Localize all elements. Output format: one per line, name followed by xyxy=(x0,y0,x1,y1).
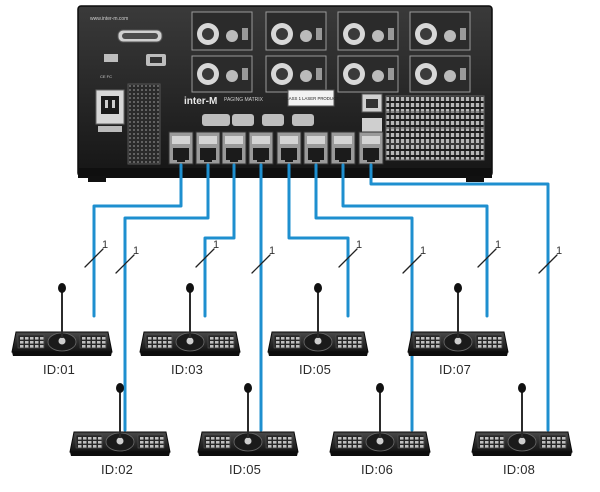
cable-line xyxy=(369,163,550,432)
rj45-port xyxy=(168,131,194,165)
paging-consoles xyxy=(11,283,573,456)
cable-line xyxy=(92,163,183,318)
brand-url-text: www.inter-m.com xyxy=(90,16,128,22)
cable-count-slash xyxy=(477,248,497,268)
cable-line xyxy=(203,163,236,318)
console-id-label: ID:03 xyxy=(171,362,204,377)
cable-count-label: 1 xyxy=(495,239,501,251)
cable-count-label: 1 xyxy=(556,245,562,257)
network-cables: 1 1 1 1 1 1 1 1 xyxy=(84,163,562,432)
paging-console xyxy=(471,383,573,456)
rj45-port xyxy=(330,131,356,165)
console-id-label: ID:05 xyxy=(229,462,262,477)
paging-console xyxy=(69,383,171,456)
rj45-port xyxy=(195,131,221,165)
rj45-port xyxy=(248,131,274,165)
cable-count-slash xyxy=(195,248,215,268)
console-id-label: ID:05 xyxy=(299,362,332,377)
audio-io-modules xyxy=(191,11,471,93)
console-id-label: ID:02 xyxy=(101,462,134,477)
cable-line xyxy=(341,163,489,318)
paging-console xyxy=(267,283,369,356)
matrix-device-rear-panel: www.inter-m.com CE FC xyxy=(77,5,493,182)
cable-count-label: 1 xyxy=(420,245,426,257)
cable-line xyxy=(314,163,414,432)
cable-count-label: 1 xyxy=(269,245,275,257)
power-inlet xyxy=(95,89,125,132)
cable-count-slash xyxy=(538,254,558,274)
cable-count-label: 1 xyxy=(213,239,219,251)
cable-count-label: 1 xyxy=(133,245,139,257)
brand-logo-text: inter-M xyxy=(184,96,217,107)
paging-console xyxy=(11,283,113,356)
console-id-label: ID:07 xyxy=(439,362,472,377)
cable-count-slash xyxy=(338,248,358,268)
console-id-label: ID:06 xyxy=(361,462,394,477)
rj45-port xyxy=(303,131,329,165)
rj45-port xyxy=(221,131,247,165)
rj45-port xyxy=(358,131,384,165)
console-id-label: ID:08 xyxy=(503,462,536,477)
cable-count-slash xyxy=(84,248,104,268)
cable-count-slash xyxy=(251,254,271,274)
paging-console xyxy=(329,383,431,456)
svg-text:CLASS 1 LASER PRODUCT: CLASS 1 LASER PRODUCT xyxy=(283,96,339,101)
cable-line xyxy=(287,163,350,318)
svg-text:CE FC: CE FC xyxy=(100,74,112,79)
paging-console xyxy=(407,283,509,356)
rj45-port xyxy=(276,131,302,165)
model-text: PAGING MATRIX xyxy=(224,97,264,103)
rj45-port-row xyxy=(168,131,384,165)
laser-warning-label: CLASS 1 LASER PRODUCT xyxy=(283,89,339,107)
cable-count-label: 1 xyxy=(356,239,362,251)
console-id-label: ID:01 xyxy=(43,362,76,377)
cable-count-slash xyxy=(402,254,422,274)
cable-count-label: 1 xyxy=(102,239,108,251)
cable-count-slash xyxy=(115,254,135,274)
cable-line xyxy=(123,163,210,432)
paging-console xyxy=(139,283,241,356)
paging-console xyxy=(197,383,299,456)
